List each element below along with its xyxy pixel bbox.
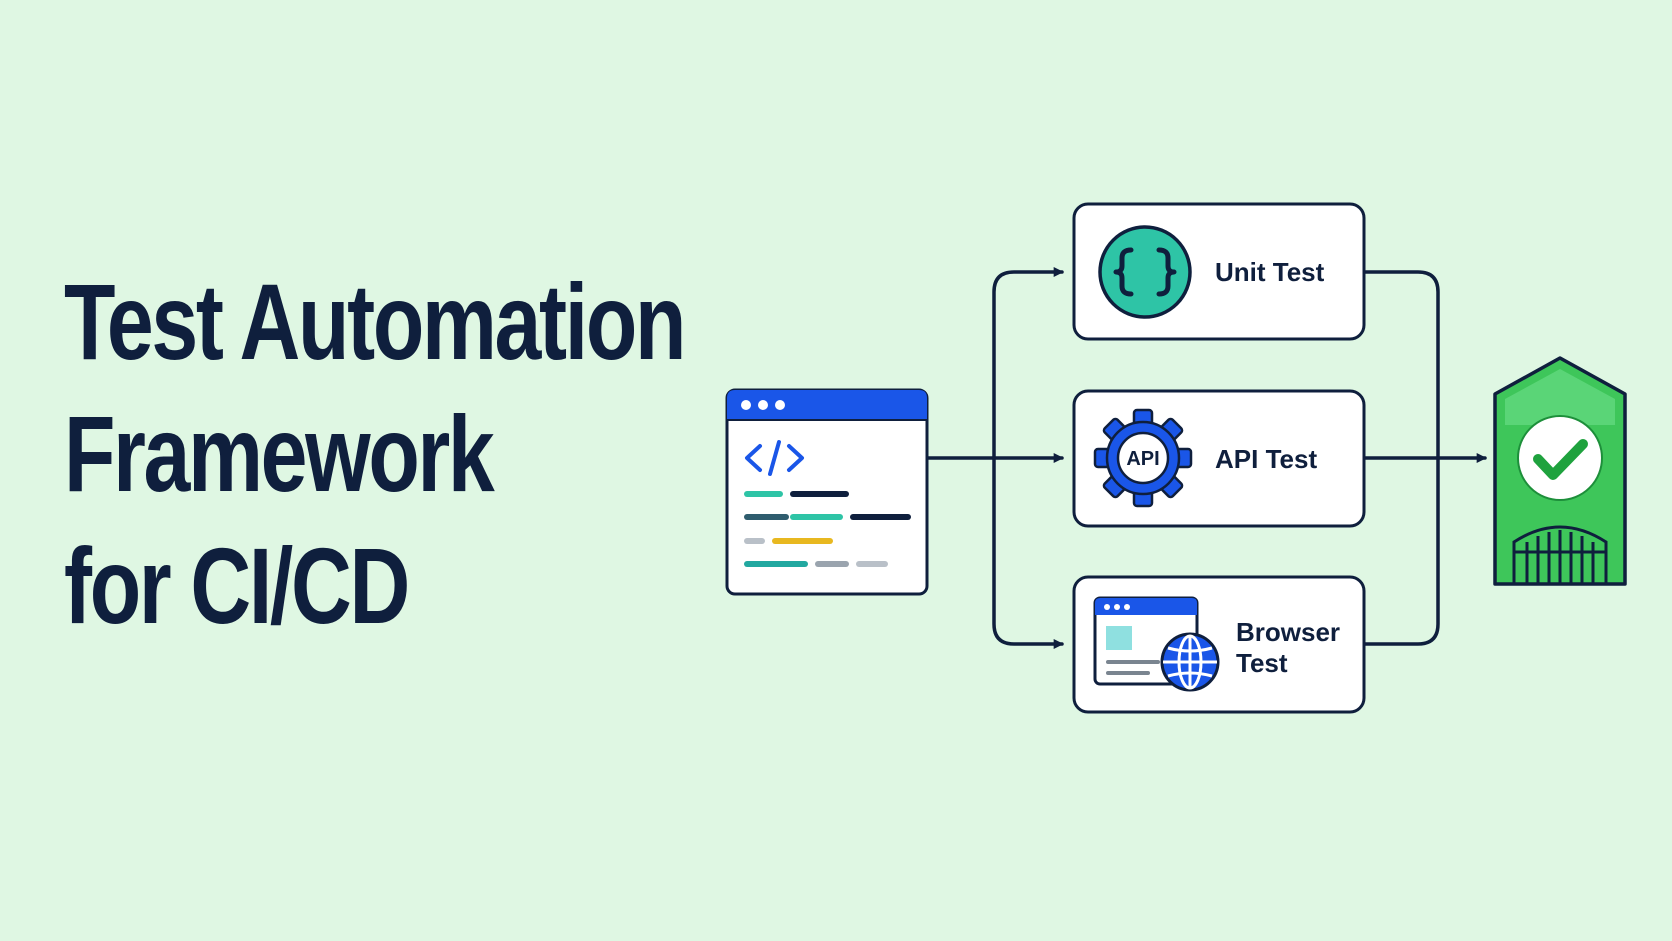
connector-split-to-unit bbox=[992, 267, 1064, 460]
api-test-label: API Test bbox=[1215, 444, 1317, 474]
gear-icon: API bbox=[1093, 408, 1193, 508]
connector-split-to-browser bbox=[992, 456, 1064, 649]
api-test-node: API API Test bbox=[1072, 389, 1366, 528]
browser-test-label-line2: Test bbox=[1236, 648, 1288, 678]
code-window-icon bbox=[725, 388, 929, 596]
curly-braces-icon bbox=[1098, 225, 1192, 319]
title-line-2: Framework bbox=[64, 393, 495, 514]
globe-icon bbox=[1160, 632, 1220, 692]
browser-test-node: Browser Test bbox=[1072, 575, 1366, 714]
unit-test-label: Unit Test bbox=[1215, 257, 1325, 287]
browser-test-label-line1: Browser bbox=[1236, 617, 1340, 647]
gate-icon bbox=[1512, 525, 1608, 584]
api-icon-text: API bbox=[1126, 448, 1159, 470]
title-line-3: for CI/CD bbox=[64, 525, 410, 646]
unit-test-node: Unit Test bbox=[1072, 202, 1366, 341]
shield-gate-check-icon bbox=[1493, 356, 1627, 586]
connector-browser-to-merge bbox=[1362, 456, 1440, 646]
connector-unit-to-merge bbox=[1362, 270, 1440, 460]
connectors bbox=[926, 267, 1487, 649]
browser-globe-icon bbox=[1093, 596, 1220, 692]
